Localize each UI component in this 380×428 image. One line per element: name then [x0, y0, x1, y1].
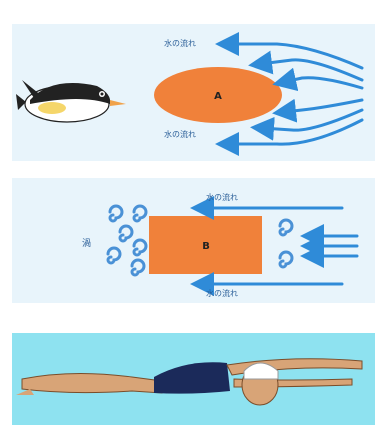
rectangle-flow-diagram: B 渦 水の流れ 水の流れ: [12, 178, 375, 303]
vortex-label: 渦: [82, 238, 91, 249]
ellipse-flow-diagram: A 水の流れ 水の流れ: [12, 24, 375, 161]
flow-label-bottom-a: 水の流れ: [164, 129, 196, 139]
penguin-icon: [16, 80, 126, 122]
panel-swimmer: [12, 319, 375, 425]
panel-ellipse-flow: A 水の流れ 水の流れ: [12, 24, 375, 161]
flow-label-bottom-b: 水の流れ: [206, 288, 238, 298]
shape-label-a: A: [214, 91, 222, 102]
vortex-icons-left: [108, 206, 146, 275]
vortex-icons-right: [280, 220, 292, 267]
flow-label-top-b: 水の流れ: [206, 192, 238, 202]
flow-label-top-a: 水の流れ: [164, 38, 196, 48]
shape-label-b: B: [202, 241, 210, 252]
panel-rectangle-flow: B 渦 水の流れ 水の流れ: [12, 178, 375, 303]
swimmer-illustration: [12, 319, 375, 425]
